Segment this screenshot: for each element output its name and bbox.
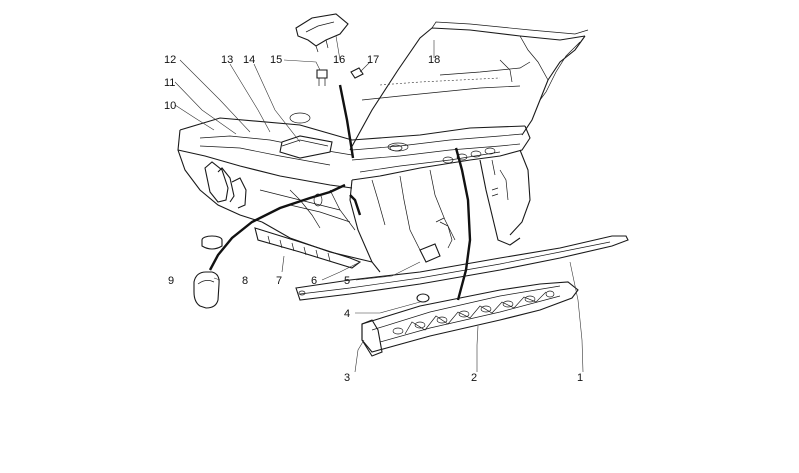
callout-14: 14 (243, 54, 255, 66)
battery-tray-part-13 (279, 112, 403, 159)
callout-2: 2 (471, 372, 477, 384)
sill-end-part-3 (361, 319, 383, 357)
headlight-openings (204, 161, 247, 209)
callout-13: 13 (221, 54, 233, 66)
cap-part-8 (193, 271, 220, 309)
rocker-holes (392, 290, 555, 335)
callout-16: 16 (333, 54, 345, 66)
callout-18: 18 (428, 54, 440, 66)
control-cables (208, 84, 472, 301)
cowl-vent-holes (387, 142, 496, 164)
front-body-shell (177, 21, 589, 273)
callout-7: 7 (276, 275, 282, 287)
callout-12: 12 (164, 54, 176, 66)
callout-labels: 1 2 3 4 5 6 7 8 9 10 11 12 13 14 15 16 1… (164, 54, 583, 384)
leader-lines (174, 35, 584, 373)
callout-6: 6 (311, 275, 317, 287)
callout-8: 8 (242, 275, 248, 287)
cap-part-15 (316, 69, 328, 86)
bracket-part-4 (416, 293, 430, 303)
callout-11: 11 (164, 77, 175, 89)
callout-3: 3 (344, 372, 350, 384)
sill-panel-part-1 (295, 235, 629, 301)
callout-15: 15 (270, 54, 282, 66)
callout-17: 17 (367, 54, 379, 66)
callout-4: 4 (344, 308, 350, 320)
bracket-part-16 (295, 13, 349, 53)
plug-part-9 (201, 235, 223, 250)
callout-5: 5 (344, 275, 350, 287)
lower-valance-part-7 (254, 227, 362, 269)
callout-9: 9 (168, 275, 174, 287)
bracket-part-5 (419, 243, 441, 263)
clip-part-17 (350, 67, 364, 79)
callout-10: 10 (164, 100, 176, 112)
rocker-panel-part-2 (361, 281, 579, 353)
callout-1: 1 (577, 372, 583, 384)
